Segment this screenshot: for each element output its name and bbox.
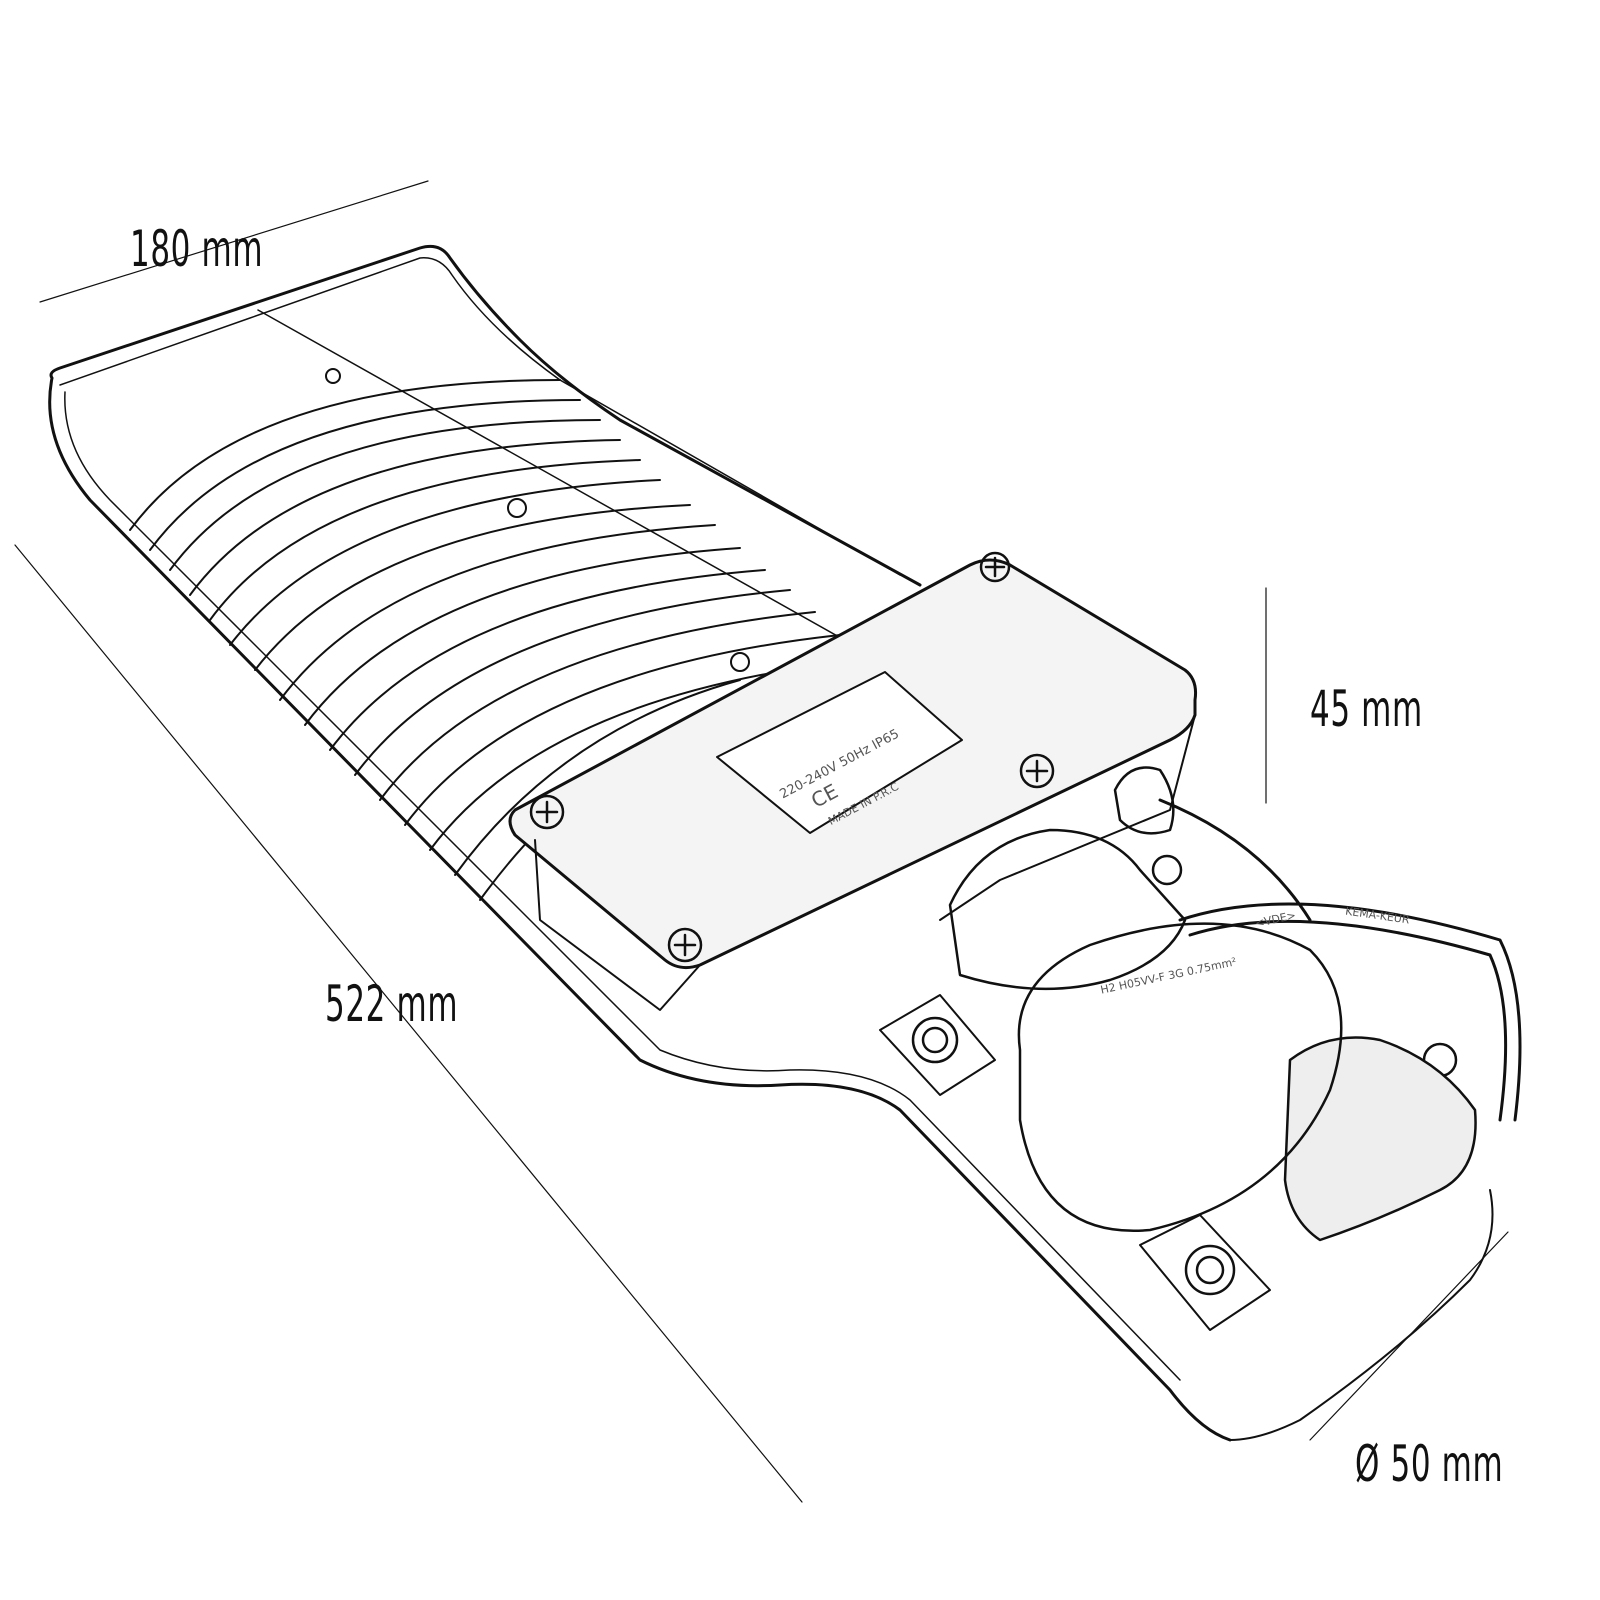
fin-node xyxy=(325,368,341,384)
length-dimension-line xyxy=(14,544,803,1503)
pole-clamp-upper xyxy=(948,828,1187,991)
length-dimension-label: 522 mm xyxy=(325,975,459,1033)
clamp-bracket xyxy=(879,994,1271,1331)
screws xyxy=(529,551,1458,1296)
width-dimension-label: 180 mm xyxy=(130,220,264,278)
heat-sink-fins xyxy=(129,379,861,901)
housing-end-cap xyxy=(1229,1189,1494,1441)
driver-box-side xyxy=(534,714,1196,1011)
fin-node xyxy=(730,652,750,672)
center-seam xyxy=(257,309,881,661)
cable-loop xyxy=(1017,922,1343,1233)
cable-kema-print: KEMA-KEUR xyxy=(1344,905,1410,927)
height-dimension-label: 45 mm xyxy=(1310,680,1423,738)
rating-label-plate xyxy=(716,671,963,834)
pole-clamp-lower xyxy=(1283,1036,1477,1242)
housing-inner-rim xyxy=(59,257,1181,1381)
cable-gland xyxy=(1113,766,1175,835)
cable-vde-print: <VDE> xyxy=(1254,909,1297,930)
fin-node xyxy=(507,498,527,518)
width-dimension-line xyxy=(39,180,429,303)
housing-outline xyxy=(48,244,1232,1442)
power-cable xyxy=(1158,798,1522,1122)
pole-diameter-label: Ø 50 mm xyxy=(1355,1435,1504,1493)
